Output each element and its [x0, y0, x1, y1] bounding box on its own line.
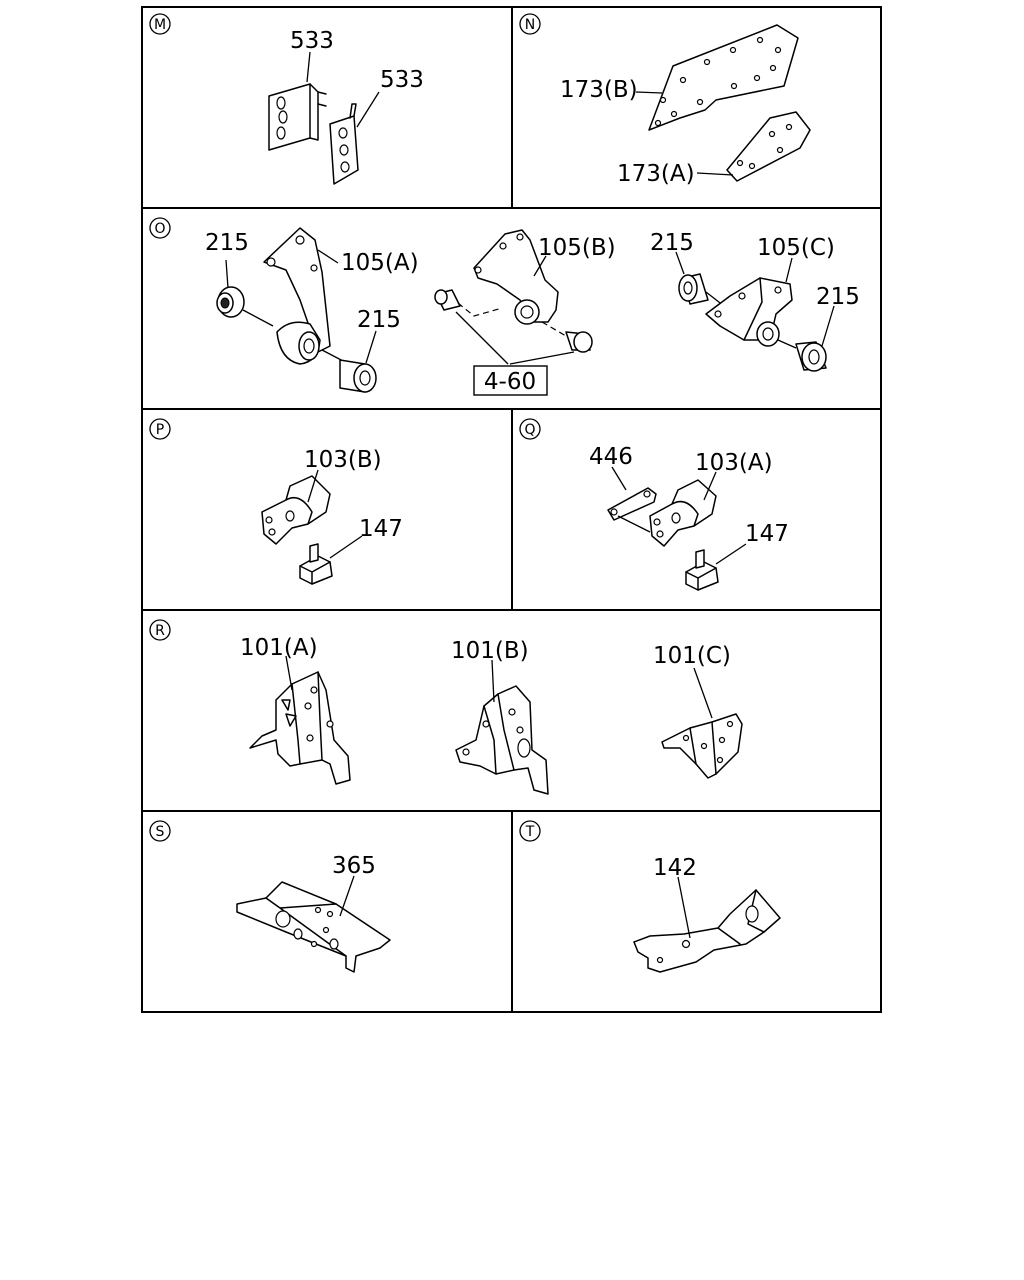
label-446: 446 [589, 444, 633, 470]
label-533-a: 533 [290, 28, 334, 54]
label-147-p: 147 [359, 516, 403, 542]
svg-text:P: P [156, 422, 164, 438]
reference-box-4-60: 4-60 [473, 365, 548, 396]
hanger-105a [263, 227, 331, 365]
panel-t: T 142 [519, 820, 781, 973]
svg-text:S: S [156, 824, 165, 840]
svg-text:4-60: 4-60 [484, 369, 536, 395]
bracket-103b [261, 475, 331, 545]
label-101c: 101(C) [653, 643, 731, 669]
panel-letter-q: Q [519, 418, 541, 440]
label-101a: 101(A) [240, 635, 318, 661]
label-215-b: 215 [357, 307, 401, 333]
plate-173a [726, 111, 811, 182]
panel-m: M 533 533 [149, 13, 424, 185]
bracket-533-small [329, 103, 359, 185]
stopper-147-q [685, 549, 719, 591]
pin-left-o [434, 289, 461, 311]
svg-text:M: M [154, 17, 166, 33]
panel-q: Q 446 103(A) 147 [519, 418, 789, 591]
svg-text:T: T [525, 824, 535, 840]
stopper-147-p [299, 543, 333, 585]
label-142: 142 [653, 855, 697, 881]
label-215-d: 215 [816, 284, 860, 310]
bushing-215-right-a [678, 273, 709, 305]
label-215-c: 215 [650, 230, 694, 256]
svg-text:R: R [155, 623, 165, 639]
bushing-215-right-b [795, 341, 827, 372]
plate-173b [648, 24, 799, 131]
panel-letter-m: M [149, 13, 171, 35]
panel-n: N 173(B) 173(A) [519, 13, 811, 187]
pin-right-o [565, 331, 593, 353]
label-215-a: 215 [205, 230, 249, 256]
bracket-101b [455, 685, 549, 795]
label-101b: 101(B) [451, 638, 529, 664]
label-533-b: 533 [380, 67, 424, 93]
plate-446 [607, 487, 657, 521]
label-173b: 173(B) [560, 77, 638, 103]
panel-o: O 215 105(A) 215 [149, 217, 860, 396]
bracket-101c [661, 713, 743, 779]
panel-letter-s: S [149, 820, 171, 842]
bushing-215-left-b [339, 359, 377, 393]
bushing-215-left-a [216, 286, 245, 318]
label-365: 365 [332, 853, 376, 879]
diagram-frame [141, 6, 882, 1013]
label-147-q: 147 [745, 521, 789, 547]
bracket-103a [649, 479, 717, 547]
crossmember-365 [236, 881, 391, 973]
panel-letter-o: O [149, 217, 171, 239]
panel-r: R [149, 619, 743, 795]
label-105b: 105(B) [538, 235, 616, 261]
hanger-105b [473, 229, 559, 325]
panel-letter-p: P [149, 418, 171, 440]
bracket-533-large [268, 83, 327, 151]
label-105c: 105(C) [757, 235, 835, 261]
label-105a: 105(A) [341, 250, 419, 276]
bracket-101a [249, 671, 351, 785]
label-103a: 103(A) [695, 450, 773, 476]
label-103b: 103(B) [304, 447, 382, 473]
hanger-105c [705, 277, 793, 347]
panel-letter-r: R [149, 619, 171, 641]
bracket-142 [633, 889, 781, 973]
panel-p: P 103(B) 147 [149, 418, 403, 585]
panel-letter-t: T [519, 820, 541, 842]
panel-s: S 365 [149, 820, 391, 973]
panel-letter-n: N [519, 13, 541, 35]
svg-text:N: N [525, 17, 535, 33]
svg-text:Q: Q [524, 422, 535, 438]
label-173a: 173(A) [617, 161, 695, 187]
svg-text:O: O [154, 221, 165, 237]
